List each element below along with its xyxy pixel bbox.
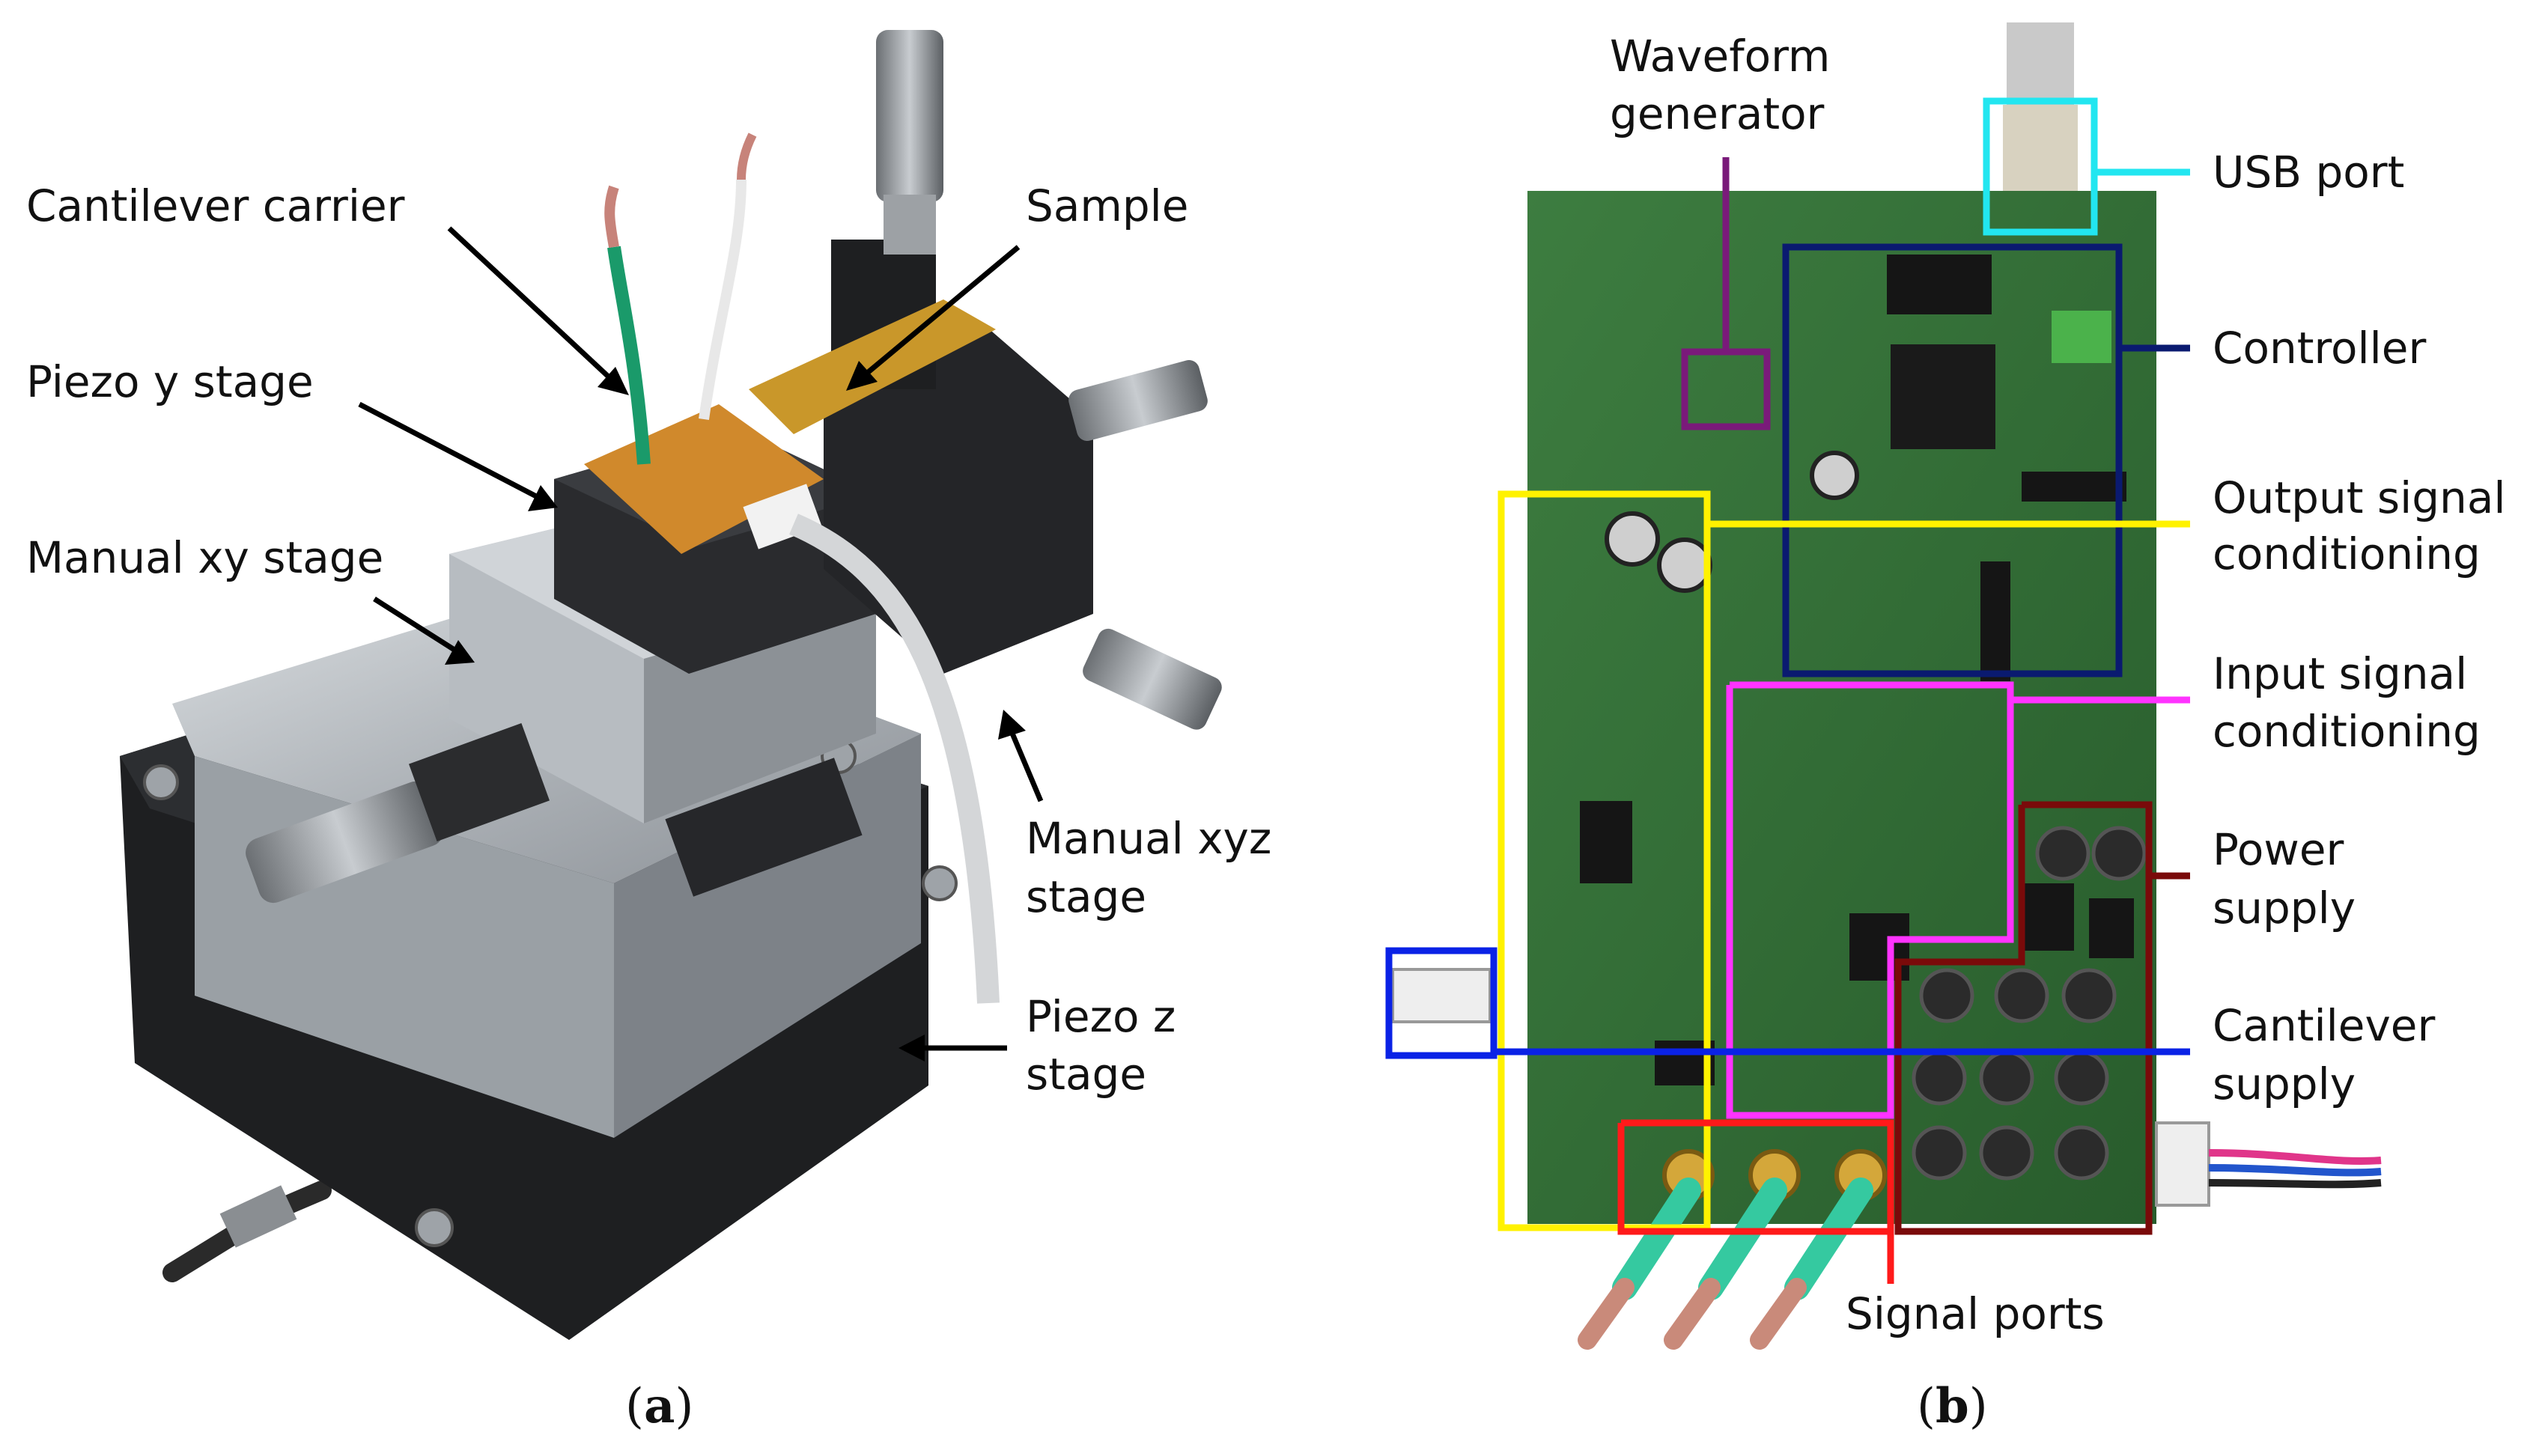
label-cantilever-line1: Cantilever bbox=[2213, 1000, 2435, 1051]
label-output-line1: Output signal bbox=[2213, 472, 2505, 523]
micrometer-top bbox=[876, 30, 943, 202]
region-controller bbox=[1782, 243, 2123, 677]
label-waveform-line2: generator bbox=[1610, 88, 1825, 139]
caption-b-close: ) bbox=[1969, 1379, 1988, 1434]
usb-cable bbox=[2007, 22, 2074, 112]
caption-a-open: ( bbox=[625, 1379, 644, 1434]
ribbon-cable bbox=[789, 514, 1000, 1004]
caption-a-letter: a bbox=[644, 1378, 675, 1434]
caption-b: (b) bbox=[1917, 1378, 1988, 1434]
region-input bbox=[1726, 681, 2014, 1119]
arrow-sample bbox=[859, 245, 1021, 380]
label-input-line1: Input signal bbox=[2213, 648, 2467, 699]
label-manual-xy-stage: Manual xy stage bbox=[26, 532, 383, 583]
label-usb-port: USB port bbox=[2213, 147, 2404, 198]
label-piezo-z-line2: stage bbox=[1026, 1049, 1146, 1100]
micrometer-right-2 bbox=[1083, 628, 1222, 730]
region-cantilever bbox=[1385, 947, 1497, 1059]
panel-a-arrows bbox=[358, 226, 1044, 1061]
coax-cable-1 bbox=[607, 246, 651, 465]
power-inductors bbox=[1912, 826, 2147, 1181]
panel-b-labels: Waveform generator USB port Controller O… bbox=[1610, 31, 2505, 1339]
label-input-line2: conditioning bbox=[2213, 706, 2481, 757]
label-controller: Controller bbox=[2213, 323, 2426, 374]
label-power-line1: Power bbox=[2213, 824, 2344, 875]
signal-cables bbox=[1578, 1178, 1873, 1350]
region-usb bbox=[1983, 97, 2098, 236]
micrometer-right-1 bbox=[1068, 360, 1208, 441]
arrow-cantilever-carrier bbox=[447, 226, 616, 384]
label-cantilever-line2: supply bbox=[2213, 1059, 2356, 1109]
label-piezo-z-line1: Piezo z bbox=[1026, 991, 1176, 1042]
label-piezo-y-stage: Piezo y stage bbox=[26, 356, 314, 407]
power-connector bbox=[2155, 1121, 2210, 1207]
label-sample: Sample bbox=[1026, 180, 1188, 231]
region-power bbox=[1894, 801, 2153, 1235]
pin-header bbox=[1887, 255, 1992, 314]
label-cantilever-carrier: Cantilever carrier bbox=[26, 180, 405, 231]
panel-a-labels: Cantilever carrier Sample Piezo y stage … bbox=[26, 180, 1271, 1100]
caption-b-letter: b bbox=[1936, 1378, 1969, 1434]
microcontroller-chip bbox=[1891, 344, 1995, 449]
label-waveform-line1: Waveform bbox=[1610, 31, 1830, 82]
arrow-piezo-y bbox=[358, 401, 541, 501]
arrow-manual-xy bbox=[373, 597, 458, 654]
cantilever-connector bbox=[1391, 968, 1492, 1023]
label-manual-xyz-line1: Manual xyz bbox=[1026, 813, 1271, 864]
panel-b-regions bbox=[1385, 97, 2190, 1284]
coax-cable-2 bbox=[699, 179, 747, 420]
label-power-line2: supply bbox=[2213, 883, 2356, 933]
caption-a: (a) bbox=[625, 1378, 693, 1434]
label-signal-ports: Signal ports bbox=[1846, 1288, 2105, 1339]
label-manual-xyz-line2: stage bbox=[1026, 871, 1146, 922]
arrow-manual-xyz bbox=[1008, 728, 1044, 802]
micrometer-left bbox=[246, 781, 443, 904]
label-output-line2: conditioning bbox=[2213, 529, 2481, 579]
caption-a-close: ) bbox=[675, 1379, 693, 1434]
panel-a-photo bbox=[120, 30, 1222, 1340]
region-output bbox=[1497, 490, 1711, 1231]
cable-connector bbox=[219, 1185, 297, 1248]
caption-b-open: ( bbox=[1917, 1379, 1936, 1434]
